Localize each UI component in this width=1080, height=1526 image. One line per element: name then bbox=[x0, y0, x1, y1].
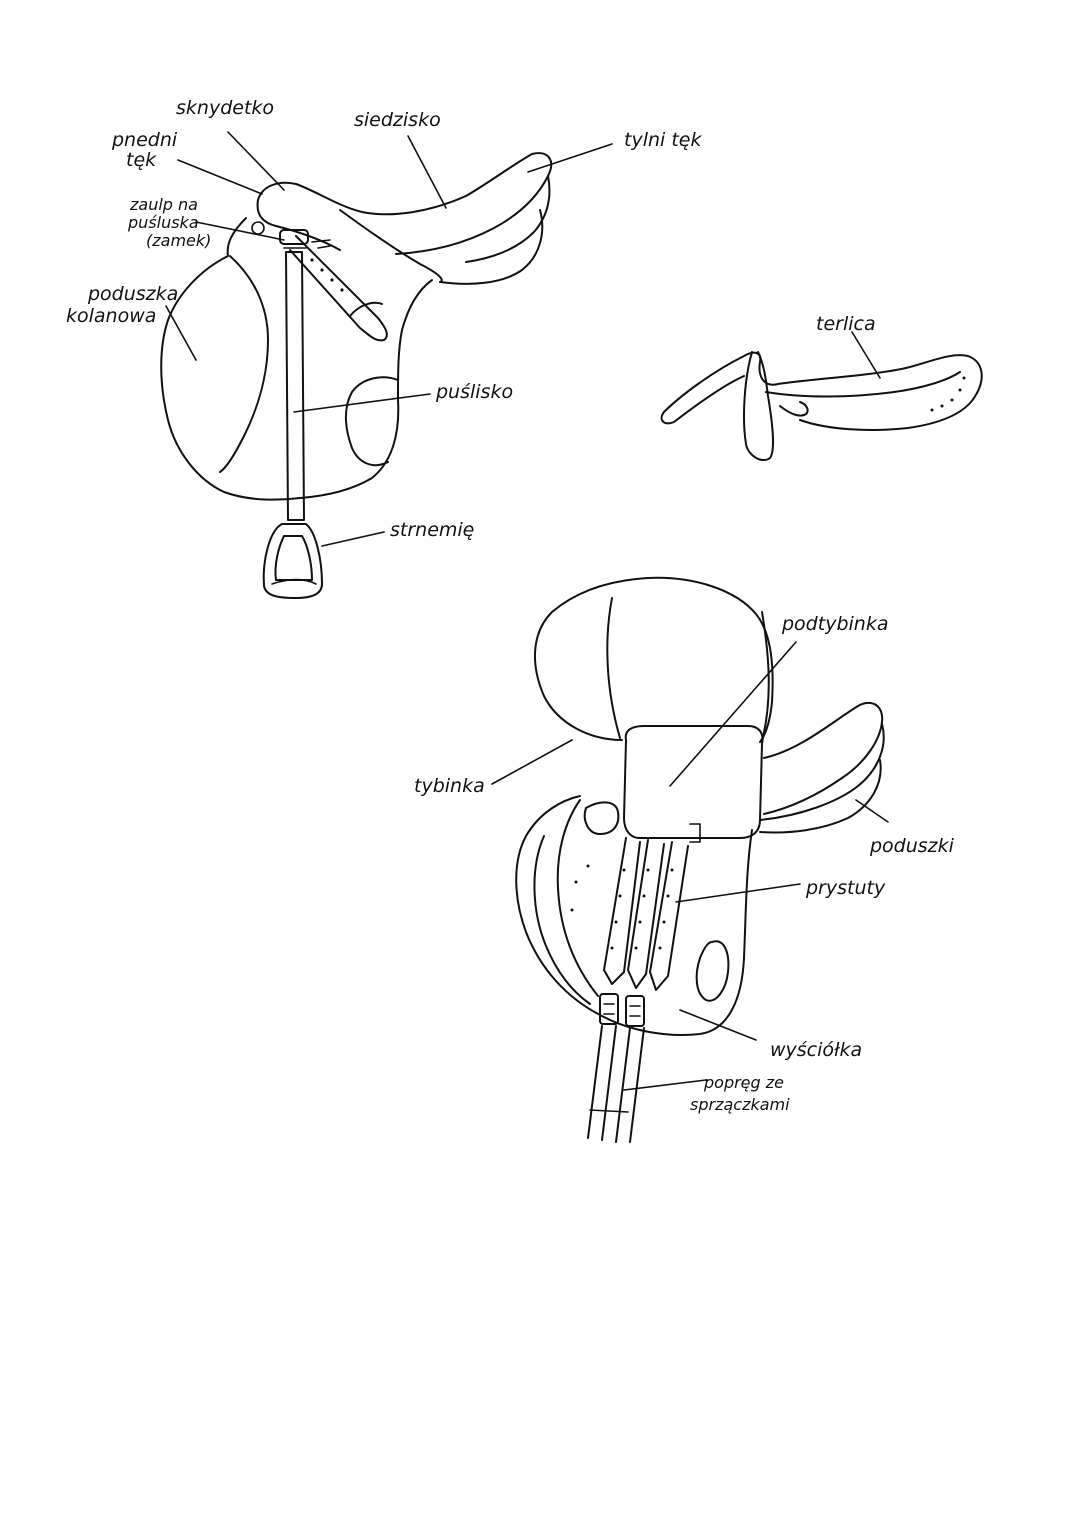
saddle-underside-view bbox=[515, 576, 885, 1143]
stirrup-bar-clip bbox=[311, 239, 331, 249]
label-popreg-line2: sprzączkami bbox=[690, 1095, 790, 1114]
saddle-tree-holes bbox=[930, 376, 966, 412]
saddle-seat-outline bbox=[257, 152, 553, 255]
saddle-panel-inner bbox=[556, 799, 599, 997]
saddle-tree-gullet bbox=[779, 401, 809, 417]
girth-strap-2 bbox=[601, 1025, 617, 1141]
lifted-flap-seam-right bbox=[761, 611, 770, 743]
saddle-tree bbox=[660, 351, 983, 462]
saddle-tree-front-arm bbox=[660, 375, 745, 425]
saddle-flap-ring bbox=[251, 221, 265, 235]
stirrup-iron-inner bbox=[274, 535, 313, 581]
stirrup-iron bbox=[262, 523, 323, 599]
stirrup-leather-buckle bbox=[349, 301, 383, 317]
saddle-seat-inner bbox=[339, 209, 443, 283]
sweat-flap-block bbox=[623, 725, 764, 839]
label-wysciolka: wyściółka bbox=[770, 1039, 862, 1061]
saddle-front-flap bbox=[160, 217, 433, 501]
billet-1 bbox=[603, 837, 641, 985]
label-tylni-lek: tylni tęk bbox=[624, 129, 702, 151]
label-popreg-line1: popręg ze bbox=[703, 1073, 784, 1092]
gullet-hole bbox=[583, 801, 620, 835]
label-zaczep-line2: puśluska bbox=[127, 213, 199, 232]
stirrup-bar-lock bbox=[279, 229, 309, 245]
lifted-flap-seam-left bbox=[606, 597, 621, 739]
billet-holes bbox=[570, 864, 674, 950]
saddle-knee-roll-line bbox=[219, 255, 269, 473]
cantle-pad bbox=[759, 723, 885, 821]
label-poduszka-line2: kolanowa bbox=[66, 305, 156, 327]
saddle-pommel bbox=[256, 199, 341, 251]
girth-strap-3 bbox=[615, 1027, 631, 1143]
cantle-pad-lower bbox=[759, 759, 882, 834]
label-tybinka: tybinka bbox=[414, 775, 485, 797]
label-poduszka-line1: poduszka bbox=[87, 283, 178, 305]
lifted-flap bbox=[534, 576, 774, 743]
label-poduszki: poduszki bbox=[869, 835, 955, 857]
label-przedni-lek-line1: pnedni bbox=[111, 129, 178, 151]
saddle-tree-loop bbox=[743, 351, 775, 462]
label-przystuty: prystuty bbox=[805, 877, 886, 899]
saddle-cantle-rim-lower bbox=[439, 209, 544, 285]
girth-buckle-1 bbox=[599, 993, 619, 1025]
saddle-rear-panel bbox=[345, 376, 399, 467]
sweat-flap-side bbox=[689, 823, 701, 843]
girth-buckle-2 bbox=[625, 995, 645, 1027]
saddle-tree-outline bbox=[663, 351, 983, 431]
seat-right bbox=[763, 701, 884, 815]
label-terlica: terlica bbox=[816, 313, 876, 335]
strap-holes bbox=[310, 258, 344, 292]
billet-3 bbox=[649, 841, 689, 991]
labels: pnedni tęk sknydetko siedzisko tylni tęk… bbox=[66, 97, 955, 1114]
terlica-leader bbox=[851, 331, 881, 379]
saddle-tree-inner bbox=[765, 371, 961, 398]
saddle-panel bbox=[515, 795, 753, 1037]
label-siedzisko: siedzisko bbox=[354, 109, 441, 131]
label-podtybinka: podtybinka bbox=[781, 613, 888, 635]
saddle-underside-leaders bbox=[491, 641, 889, 1091]
label-skrzydelko: sknydetko bbox=[176, 97, 274, 119]
girth-strap-4 bbox=[629, 1027, 645, 1143]
label-zaczep-line1: zaulp na bbox=[129, 195, 198, 214]
saddle-side-leaders bbox=[165, 131, 613, 547]
stirrup-tread bbox=[271, 578, 317, 585]
stirrup-leather-strap bbox=[289, 235, 388, 342]
saddle-cantle-rim bbox=[465, 175, 551, 263]
label-strzemie: strnemię bbox=[390, 519, 474, 541]
label-zaczep-line3: (zamek) bbox=[146, 231, 211, 250]
billet-2 bbox=[627, 839, 665, 989]
girth-strap-1 bbox=[587, 1025, 603, 1139]
rear-panel-pad bbox=[695, 940, 730, 1002]
saddle-side-view bbox=[160, 152, 553, 599]
stirrup-leather bbox=[285, 251, 305, 521]
label-przedni-lek-line2: tęk bbox=[126, 149, 157, 171]
saddle-panel-knee bbox=[533, 835, 591, 1005]
label-puslisko: puślisko bbox=[435, 381, 513, 403]
